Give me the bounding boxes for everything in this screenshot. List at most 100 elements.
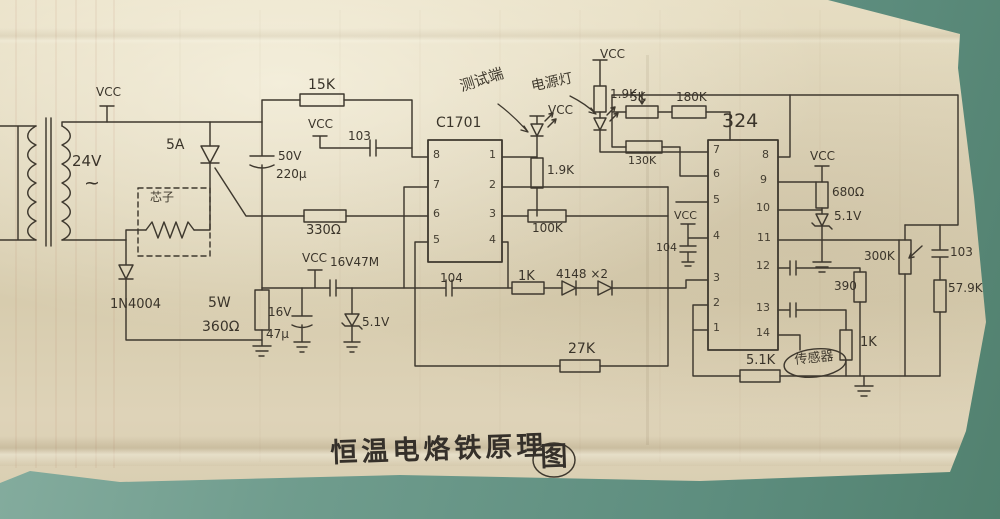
vcc-label-7: VCC	[810, 149, 835, 163]
zener-5v1-right	[815, 213, 829, 227]
transformer	[0, 117, 71, 247]
note-power-lamp: 电源灯	[529, 70, 575, 95]
ic1-name: C1701	[436, 115, 482, 131]
feed-15k	[261, 93, 429, 158]
heater-box	[125, 187, 211, 257]
lm324-right-wiring	[777, 94, 959, 397]
ic1-pin4: 4	[489, 233, 496, 246]
title-last: 图	[539, 440, 572, 473]
ic2-pin14: 14	[756, 326, 770, 339]
decoupling-103	[312, 135, 413, 157]
ic1-pin5: 5	[433, 233, 440, 246]
ic2-pin8: 8	[762, 148, 769, 161]
r680-label: 680Ω	[832, 185, 865, 199]
right-edge-chain	[898, 224, 949, 377]
scr-5a	[200, 145, 220, 164]
r1k-mid-label: 1K	[518, 269, 535, 284]
c220u-label: 220μ	[276, 167, 307, 181]
vcc-label-5: VCC	[302, 251, 327, 265]
mid-supply-node	[261, 269, 513, 353]
gate-resistor-330	[214, 167, 429, 223]
title-circle	[532, 442, 576, 478]
r5w-label: 5W	[208, 295, 231, 311]
c16v-label: 16V	[268, 305, 292, 319]
annotation-arrows	[497, 95, 597, 133]
heater-label: 芯子	[150, 190, 175, 204]
r390-label: 390	[834, 279, 857, 293]
r180k-label: 180K	[676, 90, 707, 104]
r579k-label: 57.9K	[948, 281, 983, 295]
ic2-pin9: 9	[760, 173, 767, 186]
vcc-label-6: VCC	[674, 209, 697, 222]
ic1-pin8: 8	[433, 148, 440, 161]
c50v-label: 50V	[278, 149, 302, 163]
ic2-pin10: 10	[756, 201, 770, 214]
ic2-pin6: 6	[713, 167, 720, 180]
diodes-4148	[543, 279, 709, 296]
r51k-label: 5.1K	[746, 353, 776, 368]
r360-label: 360Ω	[202, 319, 240, 335]
c103a-label: 103	[348, 129, 371, 143]
ic1-pin3: 3	[489, 207, 496, 220]
ic-c1701	[427, 139, 503, 263]
c1701-pin-wiring	[403, 156, 669, 373]
rectifier-diode	[118, 239, 263, 341]
zener-5v1-left	[344, 313, 360, 327]
bleeder-resistor-5w	[252, 287, 272, 357]
ic1-pin7: 7	[433, 178, 440, 191]
pot300k-label: 300K	[864, 249, 895, 263]
r19k-top-label: 1.9K	[610, 87, 637, 101]
ic2-name: 324	[722, 110, 759, 132]
r15k-label: 15K	[308, 77, 335, 93]
paper-crease-bottom	[0, 436, 986, 466]
paper-crease-vertical	[646, 55, 649, 445]
vcc-label-4: VCC	[548, 103, 573, 117]
ic2-pin3: 3	[713, 271, 720, 284]
r330-label: 330Ω	[306, 223, 341, 238]
ic1-pin1: 1	[489, 148, 496, 161]
scr5a-label: 5A	[166, 137, 185, 153]
ic2-pin1: 1	[713, 321, 720, 334]
led-power-lamp	[592, 59, 709, 153]
r1k-right-label: 1K	[860, 335, 877, 350]
ic2-pin11: 11	[757, 231, 771, 244]
c104b-label: 104	[656, 241, 677, 254]
vcc-label-2: VCC	[308, 117, 333, 131]
c16v47m-label: 16V47M	[330, 255, 380, 269]
lm324-left-pins	[675, 201, 941, 383]
ic2-pin2: 2	[713, 296, 720, 309]
ic2-pin12: 12	[756, 259, 770, 272]
v24-label: 24V	[72, 152, 102, 170]
ic2-pin13: 13	[756, 301, 770, 314]
vcc-label-1: VCC	[96, 85, 121, 99]
d4148-label: 4148 ×2	[556, 267, 609, 281]
sensor-circle	[783, 347, 847, 379]
note-test-point: 测试端	[457, 64, 506, 96]
paper-crease-top	[0, 28, 986, 44]
ic2-pin7: 7	[713, 143, 720, 156]
c47u-label: 47μ	[266, 327, 289, 341]
ic2-pin5: 5	[713, 193, 720, 206]
ac-tilde: ~	[84, 172, 100, 194]
power-input-wiring	[61, 105, 275, 289]
r27k-label: 27K	[568, 341, 595, 357]
title-main: 恒温电烙铁原理	[329, 430, 548, 469]
z51v-right-label: 5.1V	[834, 209, 862, 223]
z51v-left-label: 5.1V	[362, 315, 390, 329]
c104a-label: 104	[440, 271, 463, 285]
c103b-label: 103	[950, 245, 973, 259]
vcc-label-3: VCC	[600, 47, 625, 61]
led-indicator-1	[529, 112, 557, 217]
divider-network	[611, 91, 791, 177]
sensor-label: 传感器	[793, 348, 835, 368]
ic1-pin2: 2	[489, 178, 496, 191]
r130k-label: 130K	[628, 154, 657, 167]
d1n4004-label: 1N4004	[110, 297, 162, 312]
r19k-left-label: 1.9K	[547, 163, 574, 177]
r5k-label: 5K	[630, 90, 646, 104]
ic-324	[707, 139, 779, 351]
ic1-pin6: 6	[433, 207, 440, 220]
